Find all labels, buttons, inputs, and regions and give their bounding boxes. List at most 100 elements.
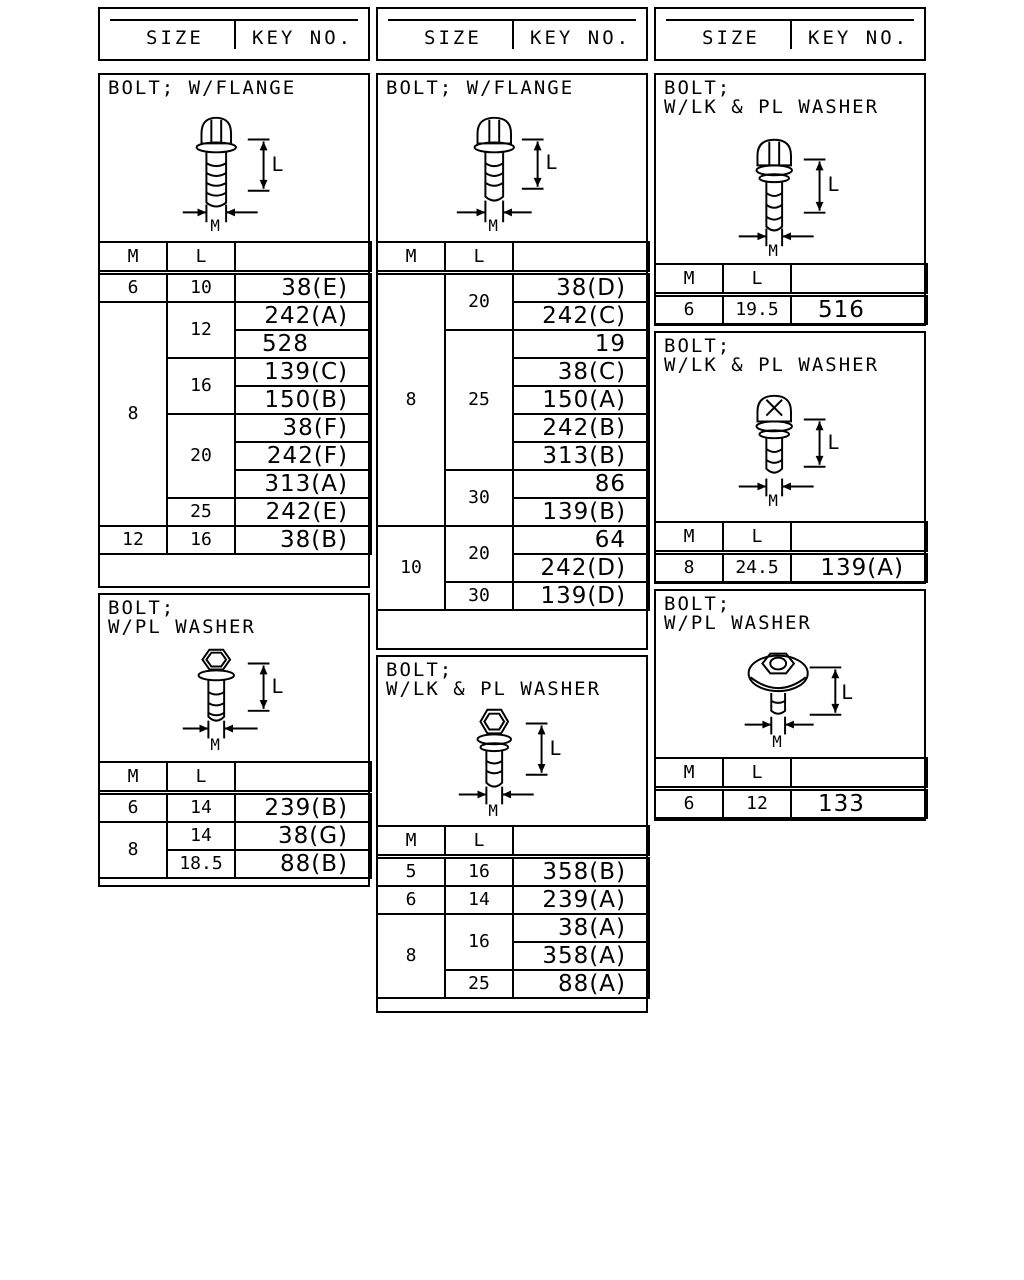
svg-text:M: M	[210, 735, 219, 754]
key-number: 19	[512, 328, 650, 359]
panel-title: BOLT; W/FLANGE	[108, 77, 297, 99]
table-row: 150(B)	[99, 384, 372, 415]
wide-washer-bolt-icon: L M	[744, 652, 853, 751]
lk-pl-washer-bolt-icon: L M	[738, 138, 839, 260]
key-number: 38(C)	[512, 356, 650, 387]
pl-washer-bolt-icon: L M	[182, 648, 283, 754]
key-number: 64	[512, 524, 650, 555]
panel-title: BOLT; W/LK & PL WASHER	[664, 335, 880, 376]
svg-text:L: L	[827, 431, 839, 454]
key-number: 139(A)	[790, 551, 928, 583]
key-number: 88(A)	[512, 968, 650, 999]
column-header-2: SIZE KEY NO.	[376, 7, 648, 61]
svg-text:L: L	[827, 173, 839, 196]
key-number: 88(B)	[234, 848, 372, 879]
key-number: 239(A)	[512, 884, 650, 915]
key-number: 150(A)	[512, 384, 650, 415]
key-number: 239(B)	[234, 791, 372, 823]
key-number: 38(F)	[234, 412, 372, 443]
table-row: 150(A)	[377, 384, 650, 415]
panel-title: BOLT; W/PL WASHER	[108, 597, 256, 638]
key-number: 38(A)	[512, 912, 650, 943]
svg-text:M: M	[772, 732, 781, 751]
svg-text:L: L	[549, 737, 561, 760]
flange-bolt-icon: L M	[456, 116, 557, 235]
table-row: 313(A)	[99, 468, 372, 499]
size-header: SIZE	[702, 27, 760, 49]
svg-text:M: M	[768, 241, 777, 260]
table-row: 358(A)	[377, 940, 650, 971]
key-number: 38(B)	[234, 524, 372, 555]
key-number: 38(E)	[234, 271, 372, 303]
key-number: 139(D)	[512, 580, 650, 611]
key-number: 358(A)	[512, 940, 650, 971]
key-header: KEY NO.	[252, 27, 354, 49]
flange-bolt-icon: L M	[182, 116, 283, 235]
table-row: 242(F)	[99, 440, 372, 471]
key-number: 516	[790, 293, 928, 325]
svg-text:L: L	[841, 681, 853, 704]
svg-text:L: L	[271, 675, 283, 698]
key-number: 139(B)	[512, 496, 650, 527]
key-number: 38(G)	[234, 820, 372, 851]
key-number: 242(A)	[234, 300, 372, 331]
panel-title: BOLT; W/LK & PL WASHER	[386, 659, 602, 700]
panel-title: BOLT; W/PL WASHER	[664, 593, 812, 634]
table-row: 139(B)	[377, 496, 650, 527]
size-header: SIZE	[146, 27, 204, 49]
panel-title: BOLT; W/FLANGE	[386, 77, 575, 99]
key-number: 242(F)	[234, 440, 372, 471]
key-number: 86	[512, 468, 650, 499]
key-number: 528	[234, 328, 372, 359]
table-row: 313(B)	[377, 440, 650, 471]
key-number: 38(D)	[512, 271, 650, 303]
key-number: 242(B)	[512, 412, 650, 443]
lk-pl-washer-bolt-icon: L M	[458, 708, 561, 820]
key-number: 242(E)	[234, 496, 372, 527]
key-number: 242(D)	[512, 552, 650, 583]
panel-title: BOLT; W/LK & PL WASHER	[664, 77, 880, 118]
key-number: 313(A)	[234, 468, 372, 499]
cross-head-bolt-icon: L M	[738, 394, 839, 510]
table-row: 242(B)	[377, 412, 650, 443]
column-header-1: SIZE KEY NO.	[98, 7, 370, 61]
size-header: SIZE	[424, 27, 482, 49]
column-header-3: SIZE KEY NO.	[654, 7, 926, 61]
table-row: 38(C)	[377, 356, 650, 387]
table-row: 242(C)	[377, 300, 650, 331]
key-number: 150(B)	[234, 384, 372, 415]
key-number: 139(C)	[234, 356, 372, 387]
